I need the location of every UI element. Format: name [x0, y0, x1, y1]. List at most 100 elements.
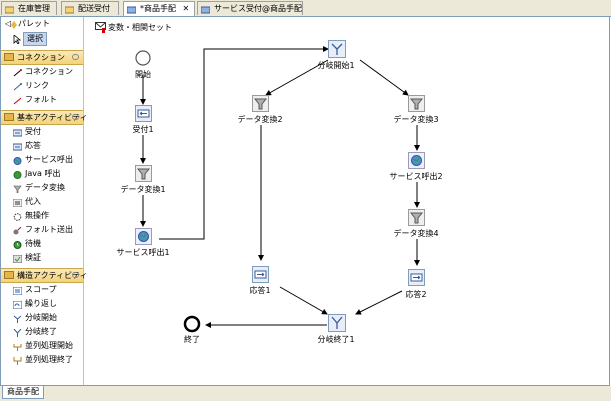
palette-item-empty[interactable]: 無操作 [1, 209, 83, 223]
end-node[interactable] [183, 315, 201, 335]
palette-item-label: スコープ [25, 285, 57, 294]
palette-item-parallel-start[interactable]: 並列処理開始 [1, 339, 83, 353]
tab-label: 配送受付 [78, 4, 110, 13]
invoke2-node[interactable] [408, 152, 425, 171]
start-node[interactable] [135, 50, 151, 68]
palette-item-branch-start[interactable]: 分岐開始 [1, 311, 83, 325]
palette-item-invoke[interactable]: サービス呼出 [1, 153, 83, 167]
palette-header[interactable]: ◁ パレット [1, 17, 83, 31]
transform3-node[interactable] [408, 95, 425, 114]
palette-item-validate[interactable]: 検証 [1, 251, 83, 265]
pin-icon[interactable] [72, 272, 79, 278]
receive1-node[interactable] [135, 105, 152, 124]
cursor-arrow-icon [13, 34, 22, 45]
drawer-title: コネクション [17, 53, 65, 62]
process-icon [200, 5, 211, 14]
reply2-label: 応答2 [405, 290, 427, 299]
folder-icon [4, 271, 14, 279]
transform1-node[interactable] [135, 165, 152, 184]
palette-title: パレット [18, 19, 50, 28]
link-icon [13, 82, 22, 91]
palette-item-branch-end[interactable]: 分岐終了 [1, 325, 83, 339]
palette-item-link[interactable]: リンク [1, 79, 83, 93]
palette-item-java-invoke[interactable]: Java 呼出 [1, 167, 83, 181]
scope-icon [12, 286, 23, 296]
branch-start-icon [13, 314, 22, 323]
palette-item-label: 受付 [25, 127, 41, 136]
end-label: 終了 [184, 335, 200, 344]
tab-delivery[interactable]: 配送受付 [61, 1, 119, 15]
palette-item-assign[interactable]: 代入 [1, 195, 83, 209]
funnel-icon [408, 209, 425, 226]
funnel-icon [135, 165, 152, 182]
transform2-node[interactable] [252, 95, 269, 114]
palette-item-label: 選択 [23, 32, 47, 46]
palette-icon [11, 20, 17, 34]
drawer-connection[interactable]: コネクション [1, 50, 83, 65]
invoke1-label: サービス呼出1 [116, 248, 170, 257]
palette-item-fault[interactable]: フォルト [1, 93, 83, 107]
drawer-title: 基本アクティビティ [17, 113, 88, 122]
palette-item-connection[interactable]: コネクション [1, 65, 83, 79]
reply1-label: 応答1 [249, 286, 271, 295]
palette-item-receive[interactable]: 受付 [1, 125, 83, 139]
branch-end1-label: 分岐終了1 [317, 335, 355, 344]
palette-item-loop[interactable]: 繰り返し [1, 297, 83, 311]
folder-icon [4, 53, 14, 61]
branch-start1-label: 分岐開始1 [317, 61, 355, 70]
palette-item-wait[interactable]: 待機 [1, 237, 83, 251]
transform3-label: データ変換3 [393, 115, 439, 124]
drawer-structure-activity[interactable]: 構造アクティビティ [1, 268, 88, 283]
receive1-label: 受付1 [132, 125, 154, 134]
palette-panel: ◁ パレット 選択 コネクション コネクション リンク フォルト 基本アクティビ… [1, 17, 88, 385]
clock-icon [13, 240, 22, 249]
process-icon [126, 5, 137, 14]
tab-product-arrange-bottom[interactable]: 商品手配 [2, 386, 44, 399]
palette-item-reply[interactable]: 応答 [1, 139, 83, 153]
start-label: 開始 [135, 70, 151, 79]
palette-item-scope[interactable]: スコープ [1, 283, 83, 297]
pin-icon[interactable] [72, 114, 79, 120]
reply-icon [12, 142, 23, 151]
pin-icon[interactable] [72, 54, 79, 60]
transform4-node[interactable] [408, 209, 425, 228]
process-icon [64, 5, 75, 14]
tab-inventory[interactable]: 在庫管理 [1, 1, 57, 15]
editor-tab-bar: 在庫管理 配送受付 *商品手配 ✕ サービス受付@商品手配 [0, 0, 611, 17]
reply1-node[interactable] [252, 266, 269, 285]
palette-item-label: 無操作 [25, 211, 49, 220]
variable-set-label: 変数・相関セット [108, 23, 172, 32]
parallel-start-icon [13, 342, 22, 351]
palette-item-label: フォルト [25, 95, 57, 104]
branch-start1-node[interactable] [328, 40, 346, 60]
reply-icon [252, 266, 269, 283]
palette-item-label: コネクション [25, 67, 73, 76]
branch-end1-node[interactable] [328, 314, 346, 334]
triangle-left-icon[interactable]: ◁ [5, 19, 12, 28]
palette-item-label: 代入 [25, 197, 41, 206]
end-circle-icon [183, 315, 201, 333]
palette-item-label: リンク [25, 81, 49, 90]
receive-icon [12, 128, 23, 137]
palette-item-throw[interactable]: フォルト送出 [1, 223, 83, 237]
tab-service-receive[interactable]: サービス受付@商品手配 [197, 1, 303, 15]
palette-item-label: 検証 [25, 253, 41, 262]
process-canvas[interactable]: 変数・相関セット 開始 受付1 [84, 17, 609, 385]
flow-connections [140, 46, 420, 328]
close-icon[interactable]: ✕ [182, 4, 190, 13]
connection-icon [13, 68, 22, 77]
tab-label: サービス受付@商品手配 [214, 4, 302, 13]
validate-icon [12, 254, 23, 264]
palette-select-tool[interactable]: 選択 [1, 32, 83, 46]
bottom-tab-label: 商品手配 [7, 387, 39, 396]
process-icon [4, 5, 15, 14]
palette-item-label: 繰り返し [25, 299, 57, 308]
palette-item-parallel-end[interactable]: 並列処理終了 [1, 353, 83, 367]
parallel-end-icon [13, 356, 22, 365]
drawer-basic-activity[interactable]: 基本アクティビティ [1, 110, 88, 125]
palette-item-transform[interactable]: データ変換 [1, 181, 83, 195]
invoke1-node[interactable] [135, 228, 152, 247]
tab-product-arrange[interactable]: *商品手配 ✕ [123, 1, 195, 17]
transform1-label: データ変換1 [120, 185, 166, 194]
reply2-node[interactable] [408, 269, 425, 288]
